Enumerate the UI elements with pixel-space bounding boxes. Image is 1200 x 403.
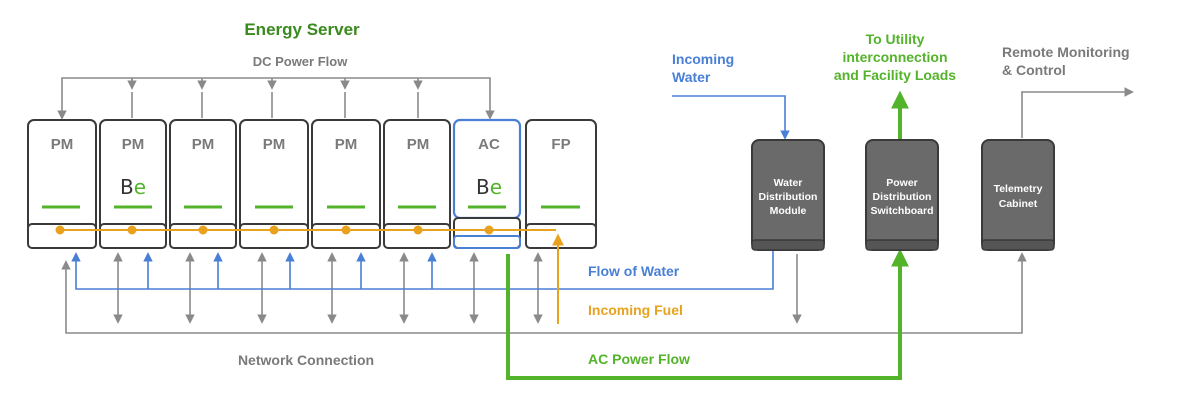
water-flow-lines xyxy=(71,95,790,290)
to-utility-label: and Facility Loads xyxy=(834,67,956,83)
ac-power-flow-lines xyxy=(506,90,909,380)
cabinet-label-line: Distribution xyxy=(759,191,818,203)
cabinet-label-line: Cabinet xyxy=(999,198,1038,210)
module-label: PM xyxy=(335,136,358,153)
cabinet-label-line: Water xyxy=(774,177,803,189)
remote-monitoring-label: & Control xyxy=(1002,62,1066,78)
module-label: PM xyxy=(407,136,430,153)
cabinet-label-line: Telemetry xyxy=(994,183,1043,195)
cabinet-label-line: Module xyxy=(770,205,807,217)
module-label: FP xyxy=(551,136,570,153)
module-row: PM PM Be PM PM PM xyxy=(27,118,597,249)
cabinet-label-line: Power xyxy=(886,177,918,189)
module-ac[interactable]: AC Be xyxy=(452,118,522,249)
power-distribution-switchboard[interactable]: Power Distribution Switchboard xyxy=(865,139,939,251)
cabinet-label-line: Distribution xyxy=(873,191,932,203)
fuel-flow-lines xyxy=(60,229,564,324)
dc-power-flow-lines xyxy=(57,77,495,120)
incoming-water-label: Water xyxy=(672,69,711,85)
module-pm-2[interactable]: PM Be xyxy=(99,119,167,249)
diagram-title: Energy Server xyxy=(244,20,360,39)
module-label: PM xyxy=(122,136,145,153)
to-utility-label: interconnection xyxy=(842,49,947,65)
module-label: AC xyxy=(478,136,500,153)
telemetry-cabinet[interactable]: Telemetry Cabinet xyxy=(981,139,1055,251)
module-fp[interactable]: FP xyxy=(525,119,597,249)
incoming-water-label: Incoming xyxy=(672,51,734,67)
remote-monitoring-label: Remote Monitoring xyxy=(1002,44,1130,60)
module-label: PM xyxy=(263,136,286,153)
incoming-fuel-label: Incoming Fuel xyxy=(588,302,683,318)
be-logo-icon: Be xyxy=(120,175,146,199)
to-utility-label: To Utility xyxy=(866,31,925,47)
flow-of-water-label: Flow of Water xyxy=(588,263,680,279)
module-label: PM xyxy=(192,136,215,153)
fuel-junction-dots xyxy=(55,225,494,235)
network-connection-lines xyxy=(61,87,1134,334)
be-logo-icon: Be xyxy=(476,175,502,199)
dc-power-flow-label: DC Power Flow xyxy=(253,54,349,69)
network-connection-label: Network Connection xyxy=(238,352,374,368)
water-distribution-module[interactable]: Water Distribution Module xyxy=(751,139,825,251)
module-label: PM xyxy=(51,136,74,153)
cabinet-label-line: Switchboard xyxy=(870,205,933,217)
ac-power-flow-label: AC Power Flow xyxy=(588,351,690,367)
